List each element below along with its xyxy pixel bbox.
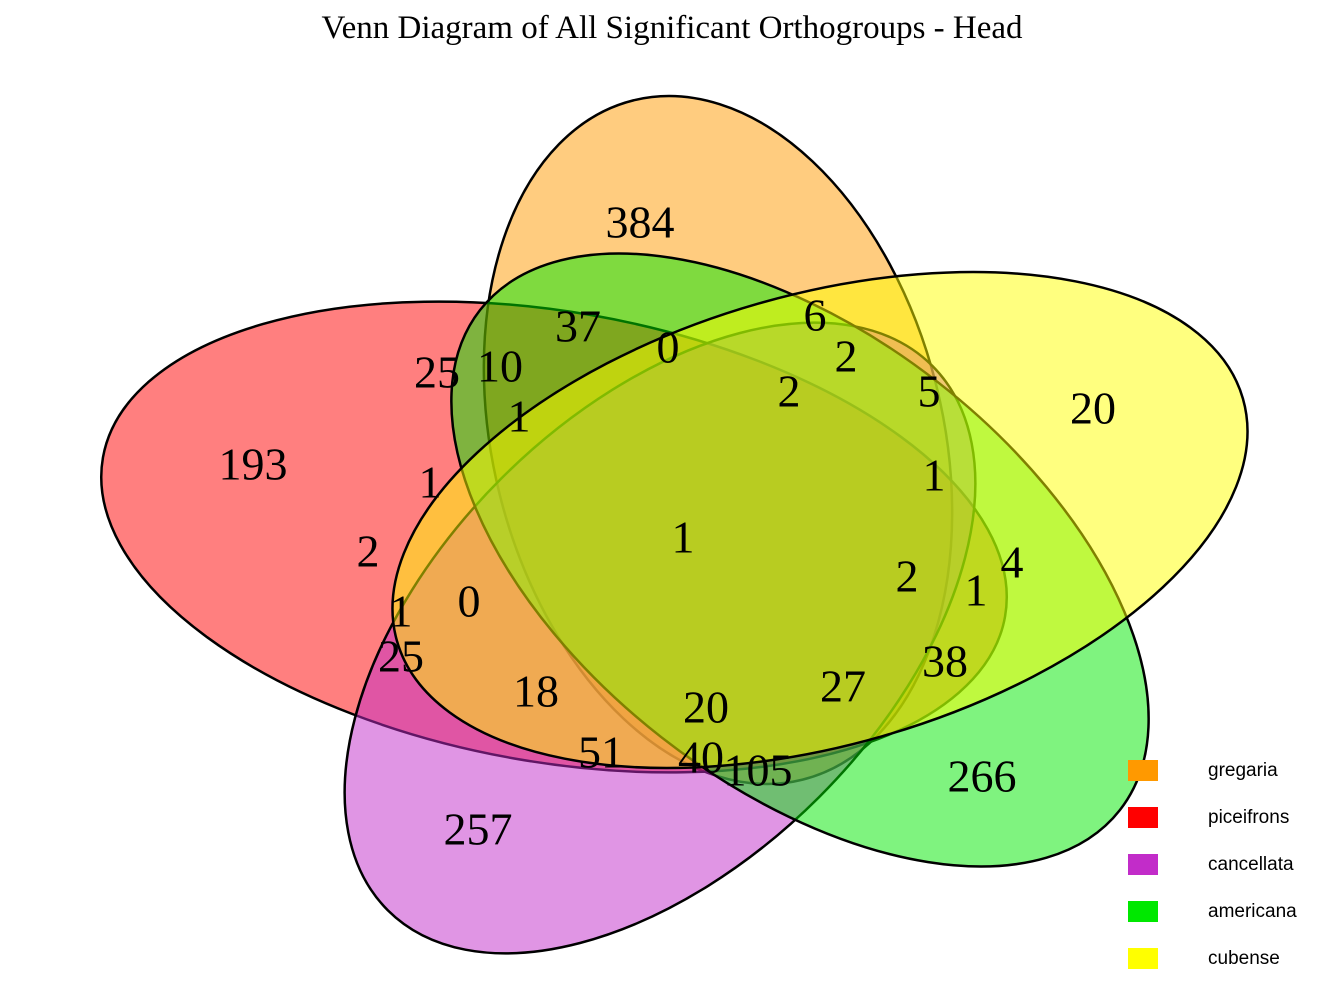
region-count: 2 <box>357 526 380 577</box>
region-count: 20 <box>1070 383 1116 434</box>
region-count: 105 <box>724 745 793 796</box>
legend-item-piceifrons: piceifrons <box>1128 794 1344 841</box>
legend-label-piceifrons: piceifrons <box>1208 806 1290 828</box>
legend-label-americana: americana <box>1208 900 1297 922</box>
legend-swatch-gregaria <box>1128 760 1158 781</box>
region-count: 37 <box>555 301 601 352</box>
region-count: 1 <box>923 450 946 501</box>
region-count: 2 <box>835 331 858 382</box>
region-count: 4 <box>1001 537 1024 588</box>
legend: gregaria piceifrons cancellata americana cub… <box>1128 747 1344 982</box>
region-count: 38 <box>922 636 968 687</box>
legend-swatch-cubense <box>1128 948 1158 969</box>
legend-swatch-piceifrons <box>1128 807 1158 828</box>
region-count: 1 <box>508 391 531 442</box>
ellipse-cubense <box>391 270 1249 770</box>
region-count: 18 <box>513 666 559 717</box>
region-count: 1 <box>965 565 988 616</box>
region-count: 25 <box>378 631 424 682</box>
region-count: 0 <box>458 576 481 627</box>
region-count: 257 <box>444 804 513 855</box>
region-count: 25 <box>414 347 460 398</box>
legend-swatch-americana <box>1128 901 1158 922</box>
region-count: 2 <box>778 366 801 417</box>
legend-item-americana: americana <box>1128 888 1344 935</box>
region-count: 384 <box>606 197 675 248</box>
legend-label-cancellata: cancellata <box>1208 853 1294 875</box>
region-count: 0 <box>657 322 680 373</box>
region-count: 1 <box>419 457 442 508</box>
legend-item-cancellata: cancellata <box>1128 841 1344 888</box>
region-count: 10 <box>477 341 523 392</box>
legend-swatch-cancellata <box>1128 854 1158 875</box>
legend-label-gregaria: gregaria <box>1208 759 1278 781</box>
legend-item-cubense: cubense <box>1128 935 1344 982</box>
region-count: 27 <box>820 661 866 712</box>
region-count: 40 <box>678 732 724 783</box>
region-count: 51 <box>578 727 624 778</box>
page-title: Venn Diagram of All Significant Orthogro… <box>321 10 1023 46</box>
region-count: 2 <box>896 551 919 602</box>
region-count: 5 <box>918 366 941 417</box>
legend-item-gregaria: gregaria <box>1128 747 1344 794</box>
region-count: 1 <box>672 512 695 563</box>
region-count: 1 <box>390 586 413 637</box>
region-count: 20 <box>683 682 729 733</box>
region-count: 6 <box>804 290 827 341</box>
region-count: 193 <box>219 439 288 490</box>
region-count: 266 <box>948 751 1017 802</box>
legend-label-cubense: cubense <box>1208 947 1280 969</box>
